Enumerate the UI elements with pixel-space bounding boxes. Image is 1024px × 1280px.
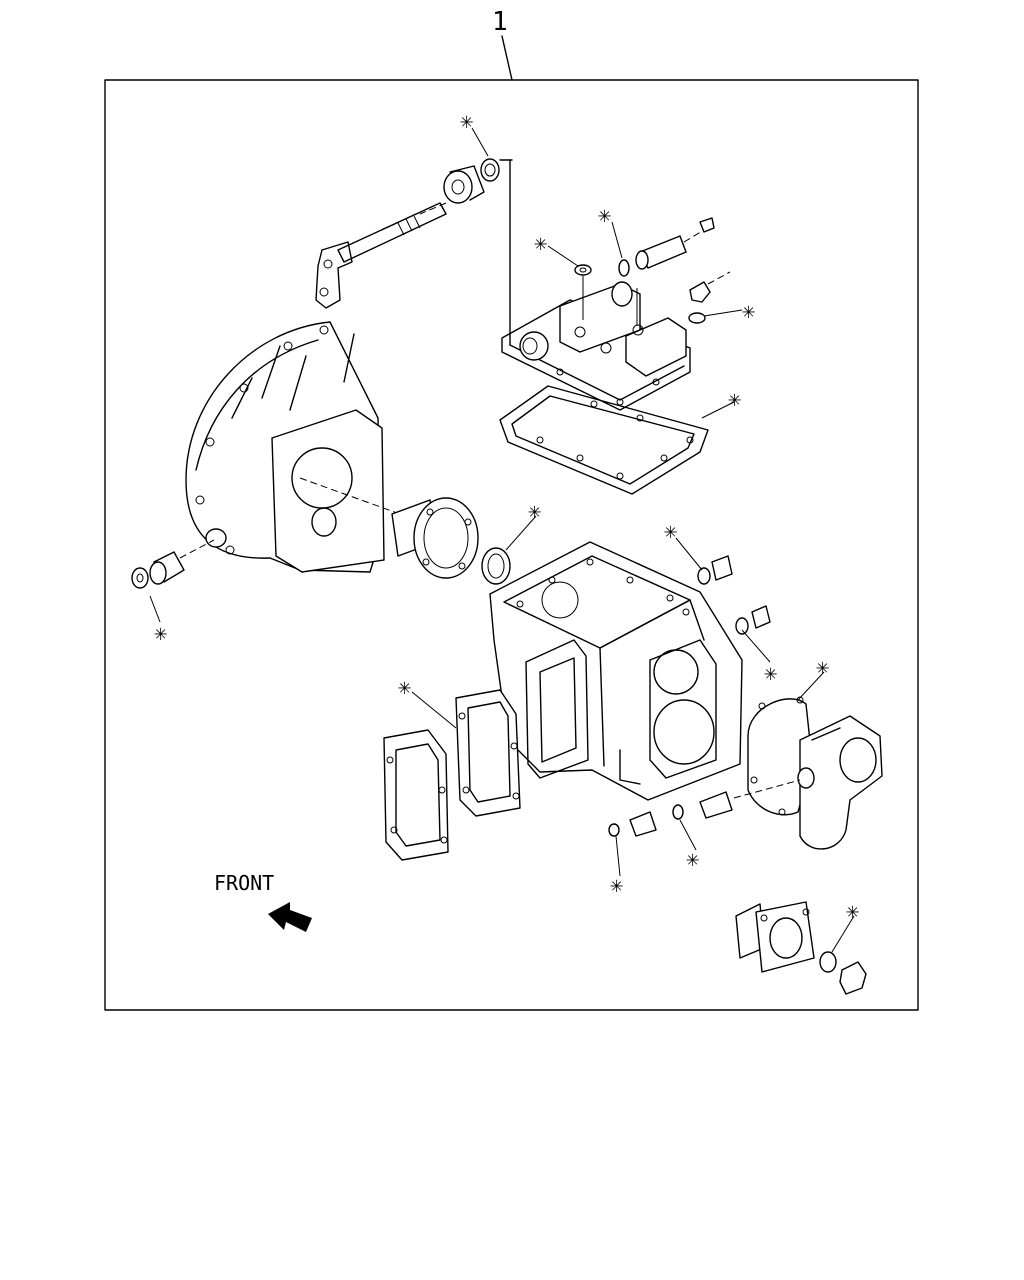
diagram-frame — [104, 79, 919, 1011]
pilot-bushing — [131, 539, 215, 589]
svg-text:✳: ✳ — [664, 519, 677, 544]
breather — [688, 271, 731, 324]
asterisks: ✳ ✳ ✳ ✳ ✳ ✳ ✳ ✳ ✳ ✳ ✳ ✳ ✳ ✳ — [154, 109, 859, 924]
speedometer-sleeve — [608, 779, 801, 837]
output-flange — [735, 901, 815, 973]
top-cover-washer-1 — [574, 264, 592, 320]
svg-text:✳: ✳ — [528, 499, 541, 524]
oil-seal — [481, 547, 511, 585]
side-cover-outer — [383, 729, 449, 861]
lock-nut — [819, 951, 867, 995]
front-label: FRONT — [214, 871, 274, 895]
input-bearing-retainer — [391, 497, 479, 579]
callout-markers — [149, 127, 855, 953]
svg-text:✳: ✳ — [398, 675, 411, 700]
svg-text:✳: ✳ — [846, 899, 859, 924]
svg-text:✳: ✳ — [816, 655, 829, 680]
shift-shaft — [315, 202, 447, 309]
rear-extension — [797, 715, 883, 850]
front-arrow-icon — [268, 902, 312, 932]
svg-text:✳: ✳ — [154, 621, 167, 646]
svg-text:✳: ✳ — [764, 661, 777, 686]
clutch-housing — [185, 321, 385, 573]
svg-text:✳: ✳ — [686, 847, 699, 872]
svg-text:✳: ✳ — [610, 873, 623, 898]
release-bearing — [419, 158, 500, 215]
svg-text:✳: ✳ — [460, 109, 473, 134]
switch — [635, 217, 715, 270]
top-cover-washer-2 — [618, 259, 638, 326]
top-cover-gasket — [499, 385, 709, 495]
drain-plug — [735, 605, 771, 635]
svg-text:✳: ✳ — [598, 203, 611, 228]
callout-leader — [501, 35, 513, 81]
top-cover — [501, 281, 691, 411]
filler-plug — [697, 555, 733, 585]
callout-number: 1 — [492, 7, 508, 37]
transmission-case — [489, 541, 743, 801]
svg-text:✳: ✳ — [742, 299, 755, 324]
svg-text:✳: ✳ — [534, 231, 547, 256]
svg-text:✳: ✳ — [728, 387, 741, 412]
side-cover-inner — [455, 689, 521, 817]
